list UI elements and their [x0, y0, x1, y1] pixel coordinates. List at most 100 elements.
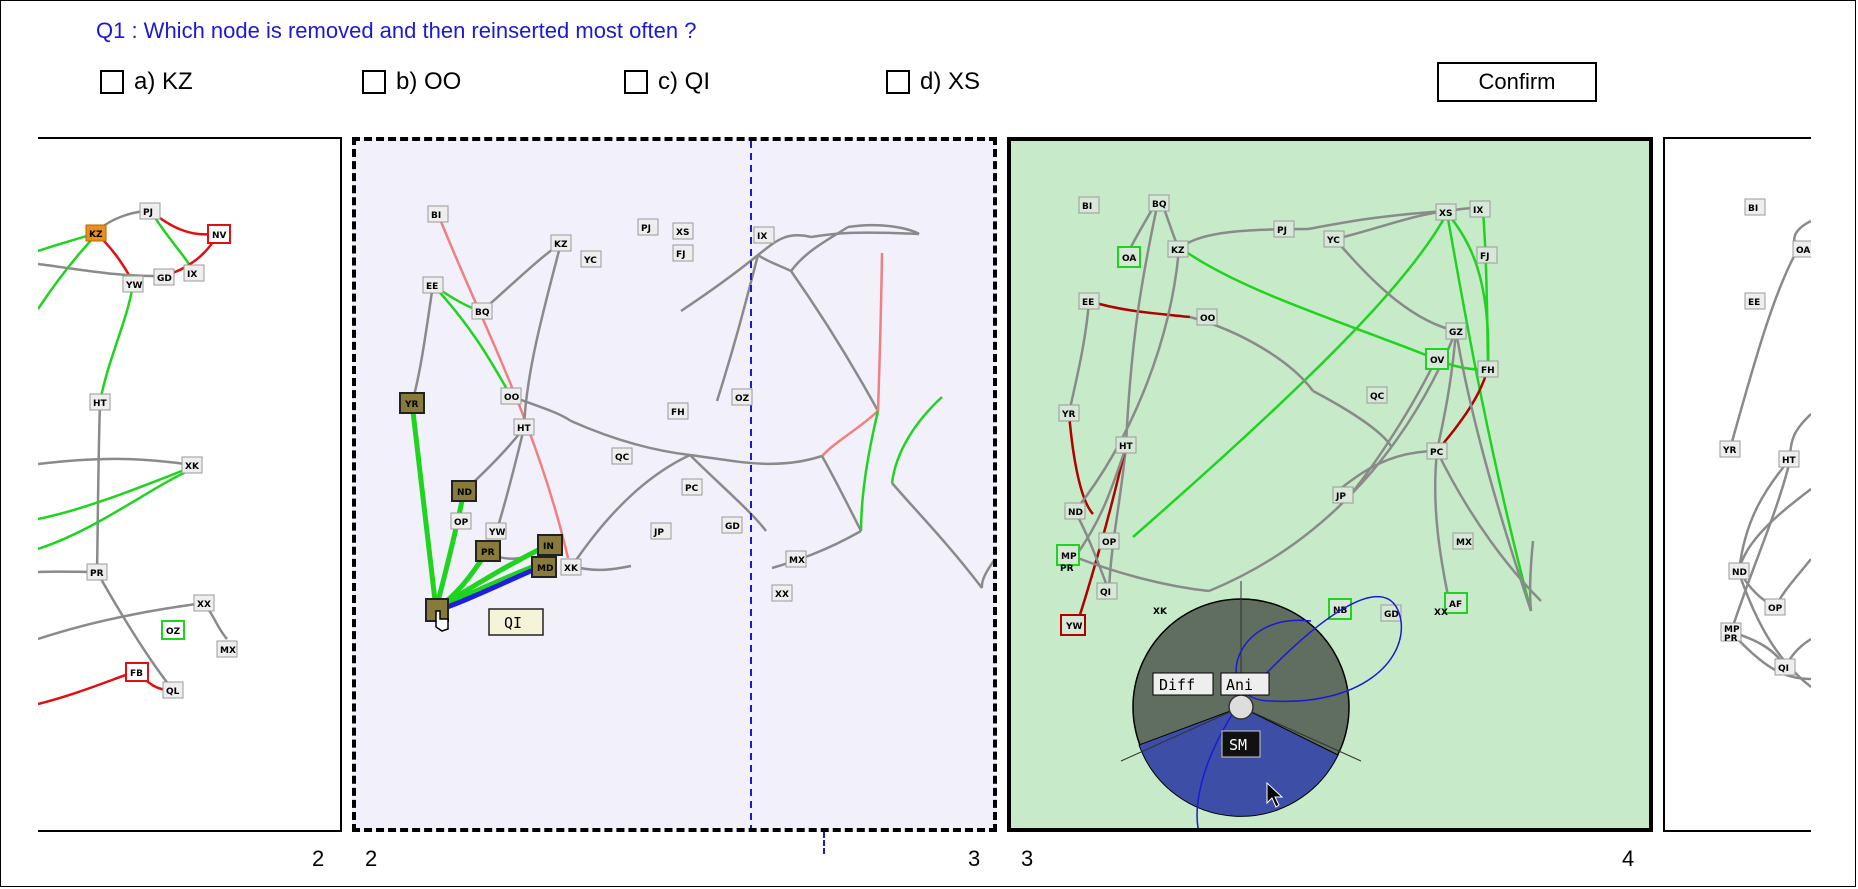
node-mp[interactable] — [1056, 544, 1080, 566]
sm-button[interactable] — [1221, 730, 1261, 758]
node-oo[interactable] — [1196, 308, 1218, 326]
node-pj[interactable] — [1273, 220, 1295, 238]
pie-menu[interactable]: Diff Ani SM — [1120, 581, 1403, 828]
node-jp[interactable] — [650, 522, 672, 540]
option-d[interactable]: d) XS — [886, 68, 980, 96]
node-pc[interactable] — [1426, 442, 1448, 460]
node-yc[interactable] — [580, 250, 602, 268]
diff-button[interactable] — [1152, 672, 1214, 696]
node-ht[interactable] — [1115, 436, 1137, 454]
pie-menu-sm-sector[interactable] — [1138, 706, 1339, 817]
option-b[interactable]: b) OO — [362, 68, 461, 96]
option-d-checkbox[interactable] — [886, 70, 910, 94]
confirm-button[interactable]: Confirm — [1437, 62, 1597, 102]
node-fj[interactable] — [672, 244, 694, 262]
node-oo[interactable] — [500, 387, 522, 405]
node-ht[interactable] — [89, 393, 111, 411]
node-mx[interactable] — [216, 640, 238, 658]
node-af[interactable] — [1444, 592, 1468, 614]
node-in[interactable] — [537, 534, 563, 556]
node-oa[interactable] — [1117, 246, 1141, 268]
node-yr[interactable] — [1058, 404, 1080, 422]
node-ht[interactable] — [513, 418, 535, 436]
node-xx[interactable] — [771, 584, 793, 602]
node-mx[interactable] — [785, 550, 807, 568]
node-kz[interactable] — [1167, 240, 1189, 258]
node-fb[interactable] — [125, 662, 149, 682]
node-ht[interactable] — [1778, 450, 1800, 468]
node-nd[interactable] — [1064, 502, 1086, 520]
option-b-checkbox[interactable] — [362, 70, 386, 94]
node-label: OO — [504, 393, 520, 403]
node-fh[interactable] — [667, 402, 689, 420]
node-qc[interactable] — [1366, 386, 1388, 404]
node-qi[interactable] — [1774, 658, 1796, 676]
node-ee[interactable] — [1744, 292, 1766, 310]
node-ix[interactable] — [183, 264, 205, 282]
timeline-panel-2[interactable]: BI KZ PJ XS IX FJ YC EE BQ OO YR HT FH — [352, 137, 997, 832]
node-nv[interactable] — [207, 224, 231, 244]
node-op[interactable] — [450, 512, 472, 530]
node-pc[interactable] — [681, 478, 703, 496]
node-xx[interactable] — [193, 594, 215, 612]
option-a-checkbox[interactable] — [100, 70, 124, 94]
node-ee[interactable] — [1078, 292, 1100, 310]
pie-menu-center[interactable] — [1228, 694, 1254, 720]
timeline-panel-2-left[interactable]: KZ PJ NV YW GD IX HT XK PR XX OZ MX FB — [38, 137, 342, 832]
node-pr[interactable] — [86, 563, 108, 581]
node-pr[interactable] — [475, 540, 501, 562]
option-a[interactable]: a) KZ — [100, 68, 193, 96]
time-slider-tail[interactable] — [823, 832, 825, 854]
node-bi[interactable] — [1744, 198, 1766, 216]
timeline-panel-4-right[interactable]: BI OA EE YR HT ND OP MP PR QI — [1663, 137, 1811, 832]
node-xs[interactable] — [1435, 203, 1457, 221]
node-nd[interactable] — [1728, 562, 1750, 580]
node-bq[interactable] — [471, 302, 493, 320]
node-gd[interactable] — [153, 268, 175, 286]
node-ix[interactable] — [1469, 200, 1491, 218]
node-xk[interactable] — [560, 558, 582, 576]
node-xk[interactable] — [181, 456, 203, 474]
node-yr[interactable] — [399, 392, 425, 414]
node-qi[interactable] — [1096, 582, 1118, 600]
node-fh[interactable] — [1477, 360, 1499, 378]
node-yw[interactable] — [122, 275, 144, 293]
node-yr[interactable] — [1719, 440, 1741, 458]
node-ov[interactable] — [1425, 348, 1449, 370]
node-qc[interactable] — [611, 447, 633, 465]
node-bi[interactable] — [1078, 196, 1100, 214]
node-op[interactable] — [1764, 598, 1786, 616]
node-fj[interactable] — [1476, 246, 1498, 264]
node-oz[interactable] — [161, 620, 185, 640]
option-c[interactable]: c) QI — [624, 68, 710, 96]
node-kz[interactable] — [85, 224, 107, 242]
node-pj[interactable] — [139, 202, 161, 220]
node-mp[interactable] — [1720, 622, 1742, 642]
node-gd[interactable] — [1380, 604, 1402, 622]
node-bi[interactable] — [427, 205, 449, 223]
option-c-checkbox[interactable] — [624, 70, 648, 94]
node-ix[interactable] — [753, 226, 775, 244]
node-label: HT — [93, 399, 108, 409]
node-mx[interactable] — [1452, 532, 1474, 550]
node-xs[interactable] — [672, 222, 694, 240]
node-kz[interactable] — [550, 234, 572, 252]
timeline-panel-3[interactable]: BI BQ KZ PJ YC XS IX OA FJ EE OO GZ OV — [1007, 137, 1653, 832]
node-bq[interactable] — [1148, 194, 1170, 212]
ani-button[interactable] — [1220, 672, 1270, 696]
node-yw[interactable] — [1060, 614, 1086, 636]
node-label: JP — [653, 528, 664, 538]
node-gz[interactable] — [1445, 322, 1467, 340]
node-ql[interactable] — [162, 681, 184, 699]
node-jp[interactable] — [1332, 486, 1354, 504]
node-nd[interactable] — [451, 480, 477, 502]
node-md[interactable] — [531, 556, 557, 578]
node-oa[interactable] — [1792, 240, 1811, 258]
node-yw[interactable] — [485, 522, 507, 540]
node-gd[interactable] — [721, 516, 743, 534]
node-pj[interactable] — [637, 218, 659, 236]
node-ee[interactable] — [422, 276, 444, 294]
node-oz[interactable] — [731, 388, 753, 406]
node-yc[interactable] — [1323, 230, 1345, 248]
node-op[interactable] — [1098, 532, 1120, 550]
